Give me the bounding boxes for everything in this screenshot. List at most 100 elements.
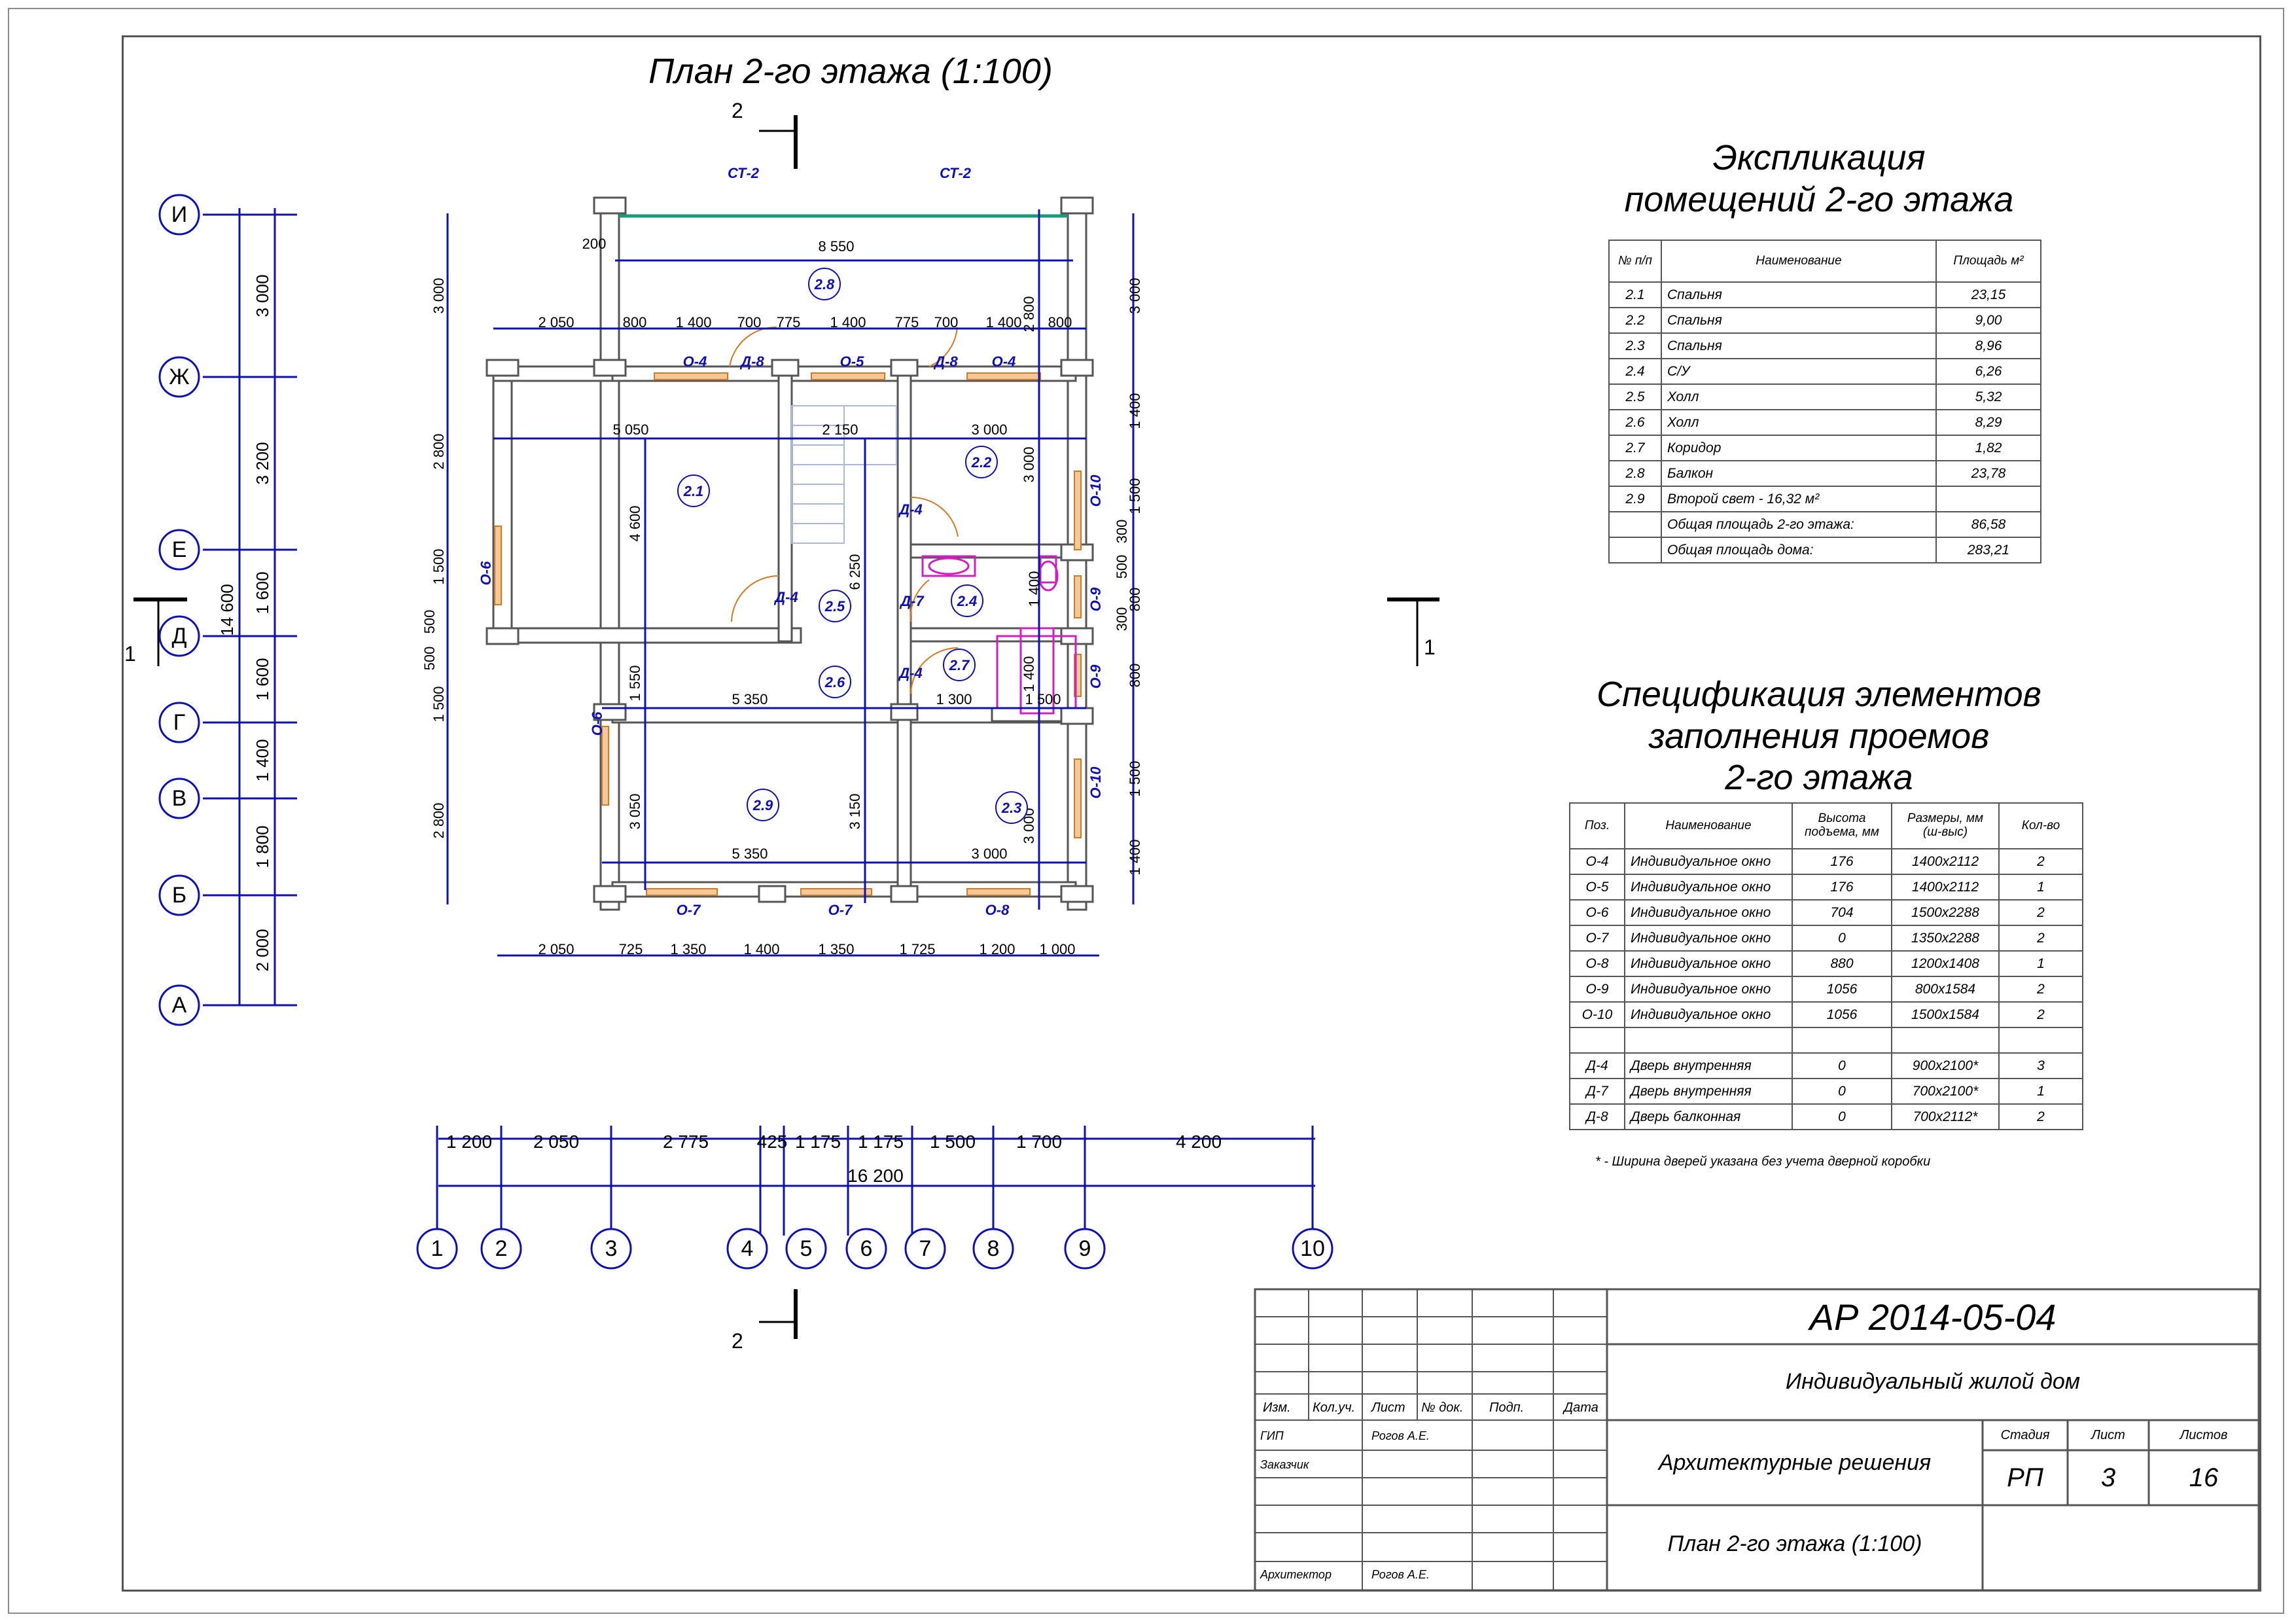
table-cell: Индивидуальное окно: [1624, 976, 1793, 1003]
windows: [494, 372, 1082, 896]
dim-label: 3 000: [1021, 446, 1037, 482]
drawing-frame: [122, 35, 2261, 1592]
opening-tag: О-6: [478, 561, 494, 585]
opening-tag: О-5: [840, 353, 864, 370]
dim-label: 1 400: [1127, 393, 1143, 429]
table-cell: [1608, 511, 1662, 538]
opening-tag: О-4: [992, 353, 1016, 370]
table-cell: 9,00: [1935, 307, 2041, 334]
stamp-header-cell: № док.: [1421, 1400, 1464, 1415]
stamp-header-cell: Изм.: [1263, 1400, 1291, 1415]
row-axis-bubbles: [158, 194, 200, 1026]
table-cell: Спальня: [1661, 332, 1937, 359]
dim-label: 300: [1114, 607, 1130, 632]
dim-total-label: 16 200: [847, 1166, 904, 1186]
table-cell: О-7: [1569, 925, 1625, 952]
table-cell: 1: [1998, 1078, 2083, 1105]
table-cell: 2.9: [1608, 486, 1662, 512]
table-cell: 2.6: [1608, 409, 1662, 436]
dim-label: 3 000: [1127, 277, 1143, 313]
staircase: [791, 405, 897, 544]
openings-spec-title: Спецификация элементов заполнения проемо…: [1557, 674, 2081, 799]
table-cell: Второй свет - 16,32 м²: [1661, 486, 1937, 512]
stamp-project: Индивидуальный жилой дом: [1785, 1369, 2081, 1394]
dim-label: 1 400: [1021, 656, 1037, 692]
table-cell: 2: [1998, 925, 2083, 952]
openings-spec-table: Поз. Наименование Высота подъема, мм Раз…: [1569, 802, 2083, 1130]
room-tag: 2.3: [1001, 800, 1022, 816]
dim-label: 3 050: [627, 793, 643, 829]
table-header: Высота подъема, мм: [1792, 802, 1892, 849]
table-header: Площадь м²: [1935, 240, 2041, 283]
table-cell: 1200х1408: [1891, 950, 2000, 977]
axis-row-label: Ж: [169, 365, 189, 389]
axis-row-label: Г: [173, 710, 185, 735]
table-cell: [1792, 1027, 1892, 1054]
table-header: Наименование: [1661, 240, 1937, 283]
table-cell: 800х1584: [1891, 976, 2000, 1003]
table-cell: 1: [1998, 874, 2083, 901]
dim-label: 1 175: [858, 1132, 904, 1152]
explication-title: Экспликация помещений 2-го этажа: [1583, 137, 2055, 221]
dim-label: 1 725: [899, 941, 935, 957]
table-cell: Д-7: [1569, 1078, 1625, 1105]
section-mark-label: 2: [732, 99, 743, 122]
table-header: Размеры, мм (ш-выс): [1891, 802, 2000, 849]
opening-tag: О-8: [985, 902, 1010, 918]
dim-label: 200: [582, 236, 607, 252]
axis-column-label: 8: [987, 1236, 1000, 1261]
table-cell: 900х2100*: [1891, 1052, 2000, 1079]
stamp-stage-label: Стадия: [2000, 1428, 2050, 1442]
table-cell: 1400х2112: [1891, 874, 2000, 901]
table-cell: [1998, 1027, 2083, 1054]
table-cell: [1935, 486, 2041, 512]
table-cell: 6,26: [1935, 358, 2041, 385]
table-cell: 1,82: [1935, 435, 2041, 461]
opening-tag: О-7: [828, 902, 853, 918]
dim-label: 500: [421, 610, 438, 634]
table-cell: 8,96: [1935, 332, 2041, 359]
table-cell: О-8: [1569, 950, 1625, 977]
dim-label: 1 350: [818, 941, 854, 957]
table-cell: [1608, 537, 1662, 563]
table-cell: Индивидуальное окно: [1624, 950, 1793, 977]
dim-label: 1 300: [936, 691, 972, 707]
dim-label: 2 800: [431, 433, 447, 469]
dim-label: 1 400: [1026, 571, 1042, 607]
dim-label: 1 600: [253, 658, 272, 700]
dim-label: 1 400: [253, 739, 272, 781]
table-cell: Дверь внутренняя: [1624, 1078, 1793, 1105]
section-mark-label: 2: [732, 1329, 743, 1353]
stamp-architect-label: Архитектор: [1260, 1568, 1332, 1581]
table-cell: 1500х2288: [1891, 899, 2000, 926]
section-mark-label: 1: [124, 642, 136, 666]
table-cell: О-4: [1569, 848, 1625, 875]
axis-row-label: И: [171, 202, 187, 227]
table-cell: О-10: [1569, 1001, 1625, 1028]
table-cell: С/У: [1661, 358, 1937, 385]
dim-label: 3 150: [847, 793, 863, 829]
dim-label: 1 500: [1127, 478, 1143, 514]
table-row: Общая площадь дома:283,21: [1608, 537, 2041, 563]
dim-label: 500: [421, 647, 438, 671]
table-cell: Индивидуальное окно: [1624, 874, 1793, 901]
dim-label: 2 000: [253, 929, 272, 971]
dim-label: 1 500: [431, 548, 447, 584]
opening-tag: Д-4: [898, 501, 922, 518]
opening-tag: СТ-2: [728, 165, 760, 181]
axis-row-label: В: [172, 786, 187, 811]
dim-label: 300: [1114, 520, 1130, 544]
dim-label: 1 175: [795, 1132, 841, 1152]
table-cell: 2: [1998, 899, 2083, 926]
